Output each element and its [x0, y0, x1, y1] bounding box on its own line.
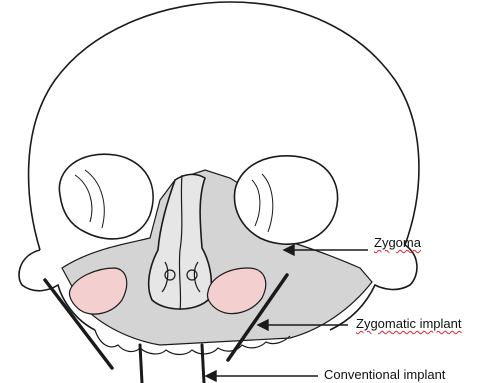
- conventional-implant-1: [140, 345, 142, 383]
- zygoma-label: Zygoma: [374, 235, 421, 250]
- right-orbit: [234, 156, 337, 244]
- zygomatic-implant-label: Zygomatic implant: [356, 316, 461, 331]
- conventional-implant-label: Conventional implant: [324, 367, 445, 382]
- conventional-implants: [140, 345, 204, 383]
- left-orbit: [59, 154, 153, 239]
- conventional-implant-arrowhead: [206, 371, 216, 381]
- conventional-implant-2: [202, 345, 204, 383]
